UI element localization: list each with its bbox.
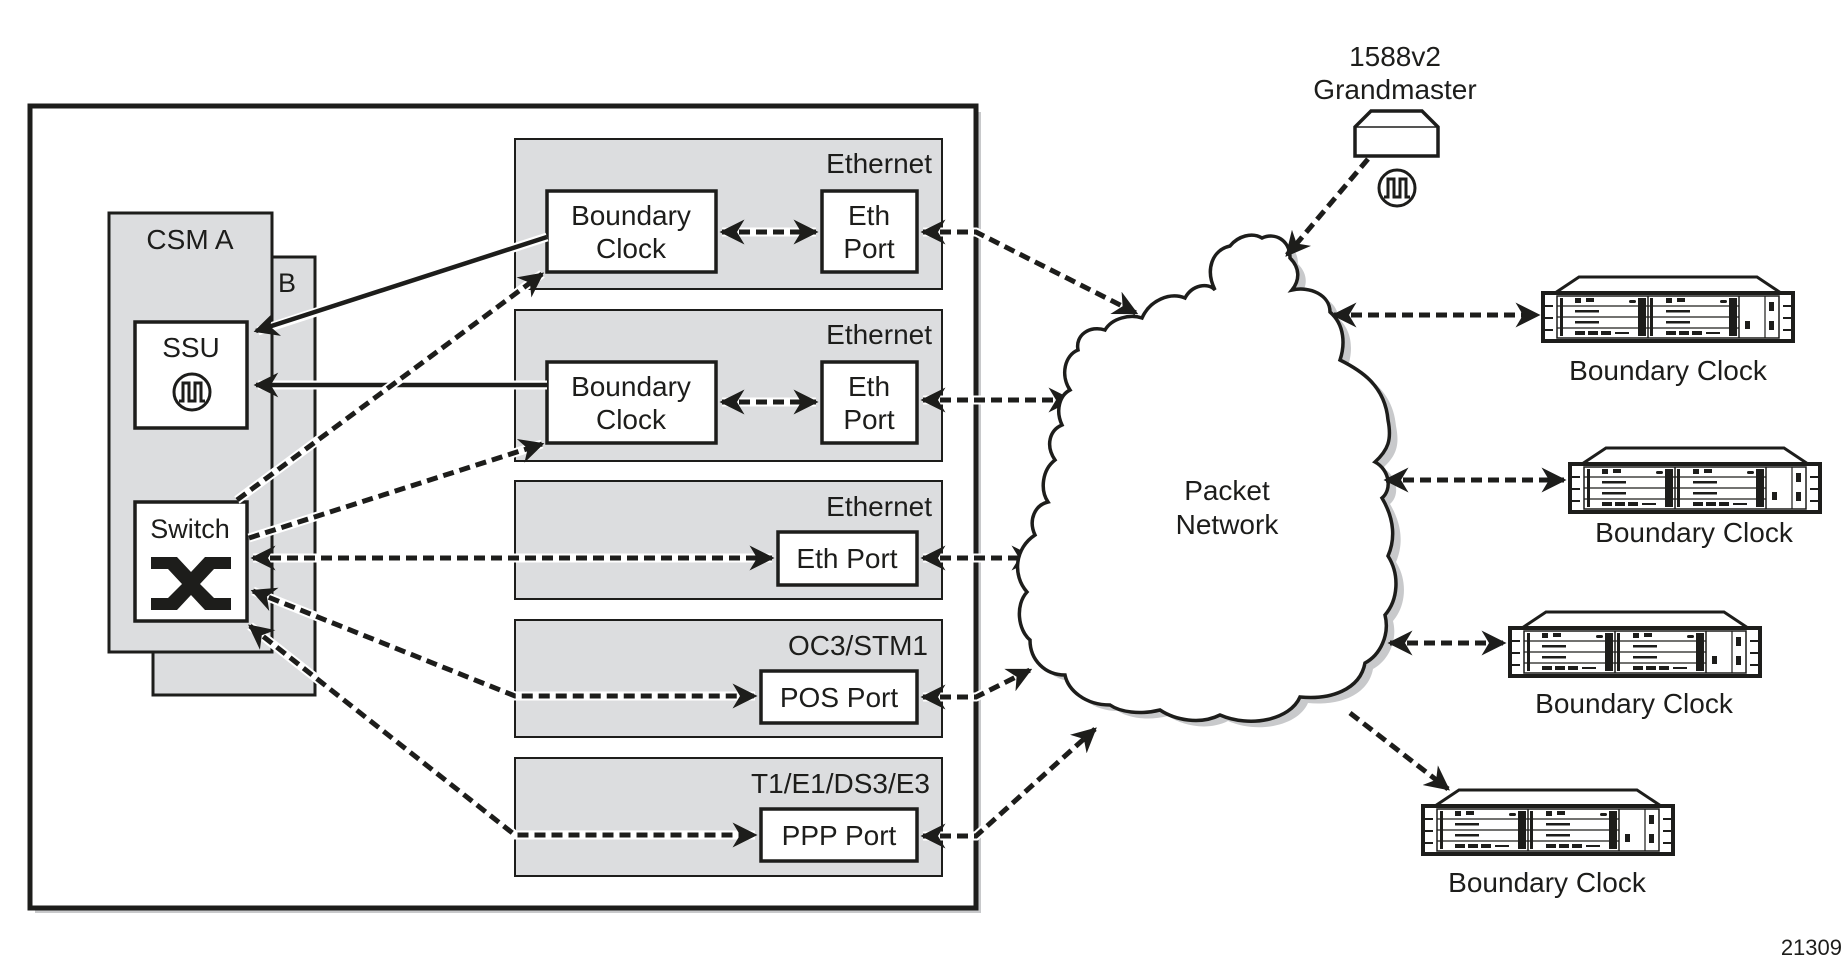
- boundary-clock-label-line1: Boundary: [571, 200, 691, 231]
- port-label: PPP Port: [782, 820, 897, 851]
- eth1-cloud-link: [920, 219, 1139, 316]
- router-chassis-icon: [1508, 610, 1762, 678]
- t1-e1-ds3-e3-module: T1/E1/DS3/E3 PPP Port: [514, 757, 943, 877]
- module-type-label: T1/E1/DS3/E3: [751, 768, 930, 799]
- pos-cloud-link: [920, 667, 1033, 710]
- boundary-clock-label-line1: Boundary: [571, 371, 691, 402]
- module-type-label: Ethernet: [826, 148, 932, 179]
- clock-signal-icon: [172, 372, 212, 412]
- ssu-box[interactable]: SSU: [133, 320, 249, 430]
- remote-boundary-clock-1[interactable]: Boundary Clock: [1541, 275, 1795, 386]
- router-chassis-icon: [1541, 275, 1795, 343]
- ethernet-module-2: Ethernet Boundary Clock Eth Port: [514, 309, 943, 462]
- timing-links: [234, 219, 1139, 849]
- remote-device-label: Boundary Clock: [1535, 688, 1734, 719]
- ethernet-module-3: Ethernet Eth Port: [514, 480, 943, 600]
- ppp-port-box[interactable]: PPP Port: [759, 807, 919, 863]
- boundary-clock-label-line2: Clock: [596, 233, 667, 264]
- csm-b-label: B: [278, 268, 296, 298]
- boundary-clock-box[interactable]: Boundary Clock: [545, 189, 718, 274]
- cloud-bc4-link: [1348, 711, 1450, 791]
- remote-boundary-clock-3[interactable]: Boundary Clock: [1508, 610, 1762, 719]
- remote-boundary-clock-2[interactable]: Boundary Clock: [1568, 446, 1822, 548]
- switch-box[interactable]: Switch: [133, 500, 249, 623]
- ethernet-module-1: Ethernet Boundary Clock Eth Port: [514, 138, 943, 290]
- remote-device-label: Boundary Clock: [1595, 517, 1794, 548]
- grandmaster-label-line2: Grandmaster: [1313, 74, 1476, 105]
- remote-boundary-clock-4[interactable]: Boundary Clock: [1421, 788, 1675, 898]
- grandmaster-cloud-link: [1285, 157, 1370, 257]
- csm-a-label: CSM A: [146, 224, 233, 255]
- boundary-clock-label-line2: Clock: [596, 404, 667, 435]
- grandmaster[interactable]: 1588v2 Grandmaster: [1313, 41, 1477, 208]
- figure-id: 21309: [1781, 935, 1842, 960]
- router-chassis-icon: [1568, 446, 1822, 514]
- pos-port-box[interactable]: POS Port: [759, 669, 919, 725]
- router-chassis-icon: [1421, 788, 1675, 856]
- eth-port-box[interactable]: Eth Port: [820, 189, 919, 274]
- eth-port-box[interactable]: Eth Port: [820, 360, 919, 445]
- switch-ppp-link: [248, 624, 758, 848]
- bc-to-ssu-links: [253, 232, 549, 398]
- module-type-label: Ethernet: [826, 319, 932, 350]
- bc1-to-ssu-line: [253, 234, 548, 336]
- switch-to-bc1-link: [235, 271, 545, 503]
- clock-signal-icon: [1377, 168, 1417, 208]
- port-label-line2: Port: [843, 233, 895, 264]
- remote-device-label: Boundary Clock: [1569, 355, 1768, 386]
- ppp-cloud-link: [920, 727, 1097, 849]
- packet-network-cloud[interactable]: Packet Network: [1015, 233, 1404, 728]
- port-label: POS Port: [780, 682, 898, 713]
- switch-crossbar-icon: [151, 557, 231, 610]
- port-label-line2: Port: [843, 404, 895, 435]
- eth-port-box[interactable]: Eth Port: [776, 530, 919, 587]
- grandmaster-device-icon: [1353, 109, 1440, 158]
- ssu-label: SSU: [162, 332, 220, 363]
- module-type-label: OC3/STM1: [788, 630, 928, 661]
- port-label: Eth Port: [796, 543, 897, 574]
- switch-label: Switch: [150, 514, 230, 544]
- port-label-line1: Eth: [848, 200, 890, 231]
- switch-to-bc2-link: [248, 438, 545, 541]
- remote-device-label: Boundary Clock: [1448, 867, 1647, 898]
- module-type-label: Ethernet: [826, 491, 932, 522]
- port-label-line1: Eth: [848, 371, 890, 402]
- oc3-stm1-module: OC3/STM1 POS Port: [514, 619, 943, 738]
- cloud-device-links: [1331, 302, 1567, 791]
- cloud-label-line2: Network: [1176, 509, 1280, 540]
- cloud-label-line1: Packet: [1184, 475, 1270, 506]
- grandmaster-label-line1: 1588v2: [1349, 41, 1441, 72]
- boundary-clock-box[interactable]: Boundary Clock: [545, 360, 718, 445]
